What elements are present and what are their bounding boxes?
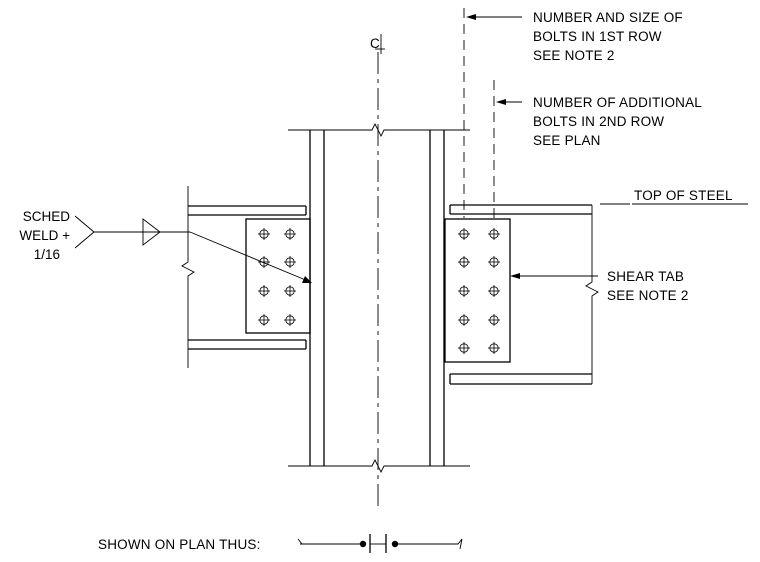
svg-text:SHEAR TAB: SHEAR TAB [607,269,684,284]
bolt [458,256,470,268]
bolt [284,314,296,326]
bolt [488,256,500,268]
left-shear-tab [245,218,311,334]
left-beam [181,186,307,368]
bolt [458,314,470,326]
svg-text:NUMBER OF ADDITIONAL: NUMBER OF ADDITIONAL [533,95,702,110]
bolts-second-row-leader [496,99,522,105]
weld-symbol-icon [74,215,312,283]
bolt [458,228,470,240]
column [288,122,470,474]
plan-symbol-icon [297,534,463,553]
bolts-first-row-leader [466,14,522,20]
svg-text:C: C [370,36,380,51]
shear-tab-leader [510,273,598,279]
svg-text:SEE PLAN: SEE PLAN [533,133,601,148]
bolt [284,256,296,268]
shear-tab-note: SHEAR TAB SEE NOTE 2 [607,269,689,303]
svg-text:1/16: 1/16 [34,247,60,262]
bolt [284,285,296,297]
bolt [258,228,270,240]
bolt [488,285,500,297]
top-of-steel-marker: TOP OF STEEL [600,188,748,205]
right-shear-tab [444,218,511,363]
svg-text:SEE NOTE 2: SEE NOTE 2 [533,48,615,63]
bolt [458,342,470,354]
svg-text:WELD +: WELD + [19,228,70,243]
right-bolt-group [458,228,500,354]
left-bolt-group [258,228,296,326]
svg-text:SCHED: SCHED [23,209,71,224]
bolt [488,228,500,240]
bolt [458,285,470,297]
bolt [284,228,296,240]
svg-text:SEE NOTE 2: SEE NOTE 2 [607,288,689,303]
bolt [258,314,270,326]
bolt [488,342,500,354]
plan-symbol-caption: SHOWN ON PLAN THUS: [98,537,261,552]
bolts-second-row-note: NUMBER OF ADDITIONAL BOLTS IN 2ND ROW SE… [533,95,702,148]
bolt [488,314,500,326]
right-beam [449,204,599,385]
bolt [258,256,270,268]
bolt [258,285,270,297]
centerline-symbol-icon: C [370,34,385,54]
svg-text:TOP OF STEEL: TOP OF STEEL [634,188,733,203]
bolts-first-row-note: NUMBER AND SIZE OF BOLTS IN 1ST ROW SEE … [533,10,683,63]
svg-text:BOLTS IN 2ND ROW: BOLTS IN 2ND ROW [533,114,664,129]
svg-text:NUMBER AND SIZE OF: NUMBER AND SIZE OF [533,10,683,25]
svg-text:BOLTS IN 1ST ROW: BOLTS IN 1ST ROW [533,29,662,44]
weld-note: SCHED WELD + 1/16 [19,209,70,262]
